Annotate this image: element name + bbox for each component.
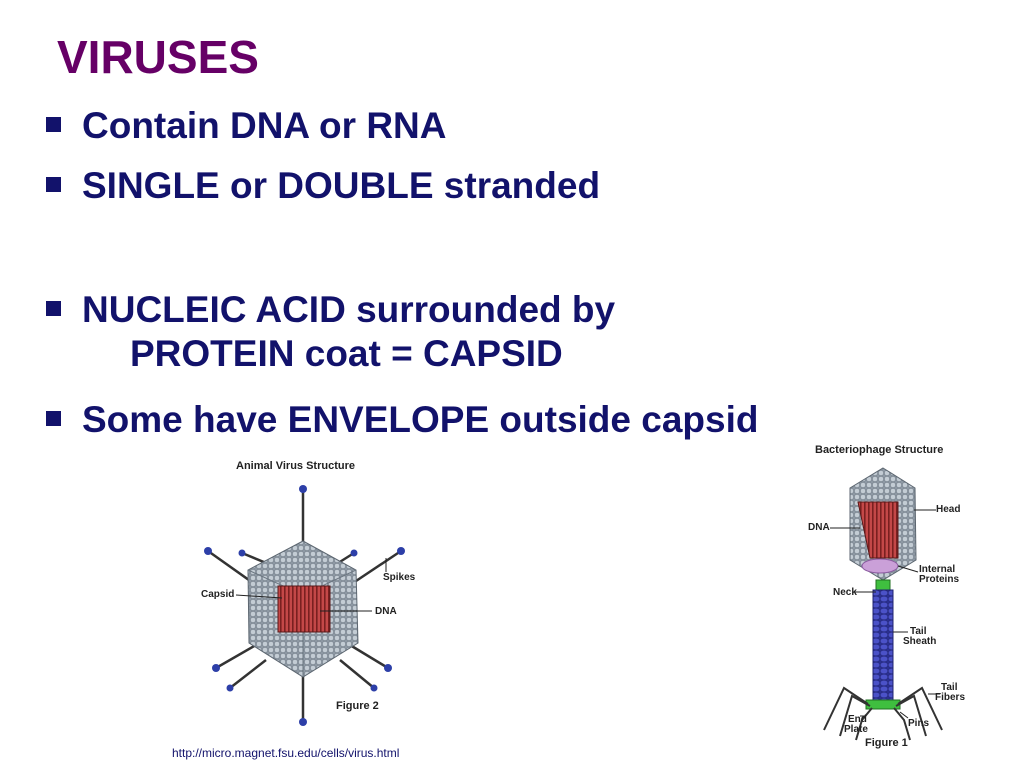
bullet-text: Some have ENVELOPE outside capsid [82, 399, 759, 440]
square-bullet-icon [46, 117, 61, 132]
tail-fibers-label-line2: Fibers [935, 692, 966, 703]
animal-virus-heading: Animal Virus Structure [236, 460, 355, 472]
bullet-text: Contain DNA or RNA [82, 105, 447, 146]
slide-title: VIRUSES [57, 31, 259, 83]
animal-virus-figure: Animal Virus Structure Capsid Spikes DNA… [196, 455, 426, 733]
source-url-link[interactable]: http://micro.magnet.fsu.edu/cells/virus.… [172, 746, 400, 760]
tail-sheath-label-line1: Tail [910, 626, 927, 637]
square-bullet-icon [46, 411, 61, 426]
tail-fibers-label-line1: Tail [941, 682, 958, 693]
pins-label: Pins [908, 718, 930, 729]
head-label: Head [936, 504, 961, 515]
animal-virus-illustration [204, 485, 405, 726]
end-plate-label-line2: Plate [844, 724, 868, 735]
internal-proteins-label-line2: Proteins [919, 574, 960, 585]
bullet-text: SINGLE or DOUBLE stranded [82, 165, 601, 206]
end-plate-label-line1: End [848, 714, 867, 725]
figure-1-caption: Figure 1 [865, 737, 908, 749]
bullet-line: NUCLEIC ACID surrounded by [82, 289, 616, 330]
bacteriophage-heading: Bacteriophage Structure [815, 444, 944, 456]
bacteriophage-illustration [823, 467, 943, 741]
capsid-label: Capsid [201, 589, 235, 600]
figure-2-caption: Figure 2 [336, 700, 379, 712]
dna-label: DNA [375, 606, 397, 617]
bullet-line-continued: PROTEIN coat = CAPSID [130, 333, 563, 374]
bacteriophage-figure: Bacteriophage Structure Head DNA Interna… [800, 440, 975, 760]
square-bullet-icon [46, 177, 61, 192]
tail-sheath-label-line2: Sheath [903, 636, 937, 647]
square-bullet-icon [46, 301, 61, 316]
spikes-label: Spikes [383, 572, 416, 583]
internal-proteins-label-line1: Internal [919, 564, 956, 575]
neck-label: Neck [833, 587, 857, 598]
dna-label: DNA [808, 522, 830, 533]
bullet-text: NUCLEIC ACID surrounded by PROTEIN coat … [82, 288, 615, 376]
